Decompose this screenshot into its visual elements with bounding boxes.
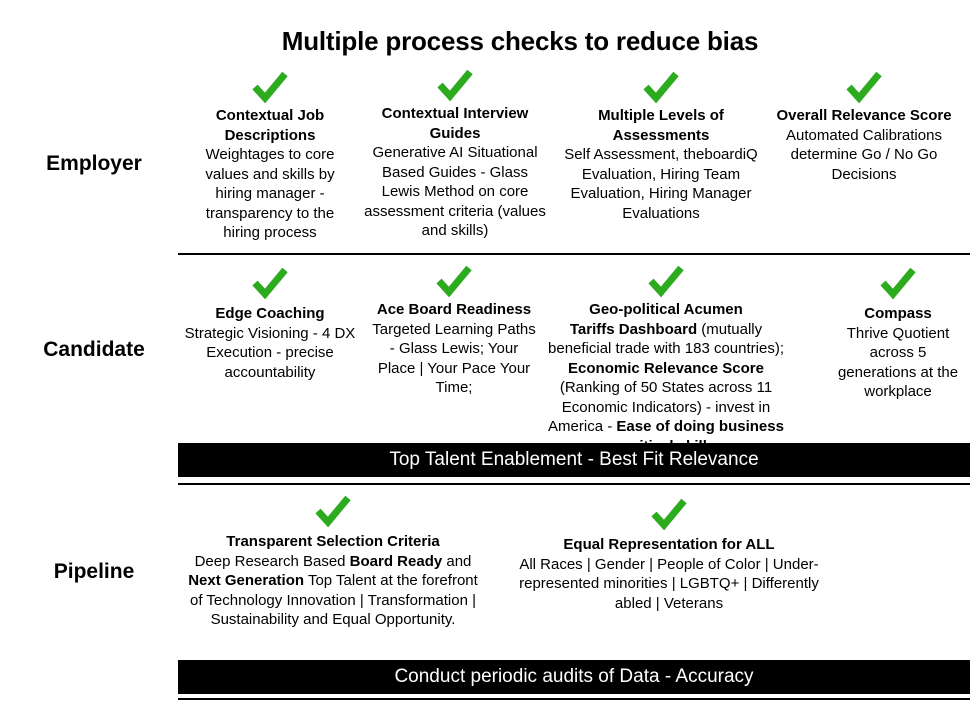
page-title: Multiple process checks to reduce bias — [281, 26, 759, 56]
candidate-cell-compass: Compass Thrive Quotient across 5 generat… — [834, 266, 962, 402]
cell-body: Deep Research Based Board Ready and Next… — [188, 553, 478, 629]
checkmark-icon — [651, 498, 687, 531]
cell-body: Tariffs Dashboard (mutually beneficial t… — [548, 321, 784, 455]
cell-heading: Contextual Job Descriptions — [215, 107, 325, 144]
cell-body: Strategic Visioning - 4 DX Execution - p… — [184, 324, 356, 381]
employer-cell-interview-guides: Contextual Interview Guides Generative A… — [362, 68, 548, 241]
checkmark-icon — [880, 267, 916, 300]
row-label-pipeline: Pipeline — [53, 560, 135, 583]
checkmark-icon — [648, 265, 684, 298]
candidate-cell-edge-coaching: Edge Coaching Strategic Visioning - 4 DX… — [184, 266, 356, 382]
cell-body: Weightages to core values and skills by … — [205, 146, 335, 241]
text-run: Top Talent at the forefront of Technolog… — [189, 572, 478, 628]
text-run: Deep Research Based — [194, 552, 350, 570]
checkmark-icon — [252, 267, 288, 300]
cell-body: Automated Calibrations determine Go / No… — [786, 126, 942, 183]
candidate-cell-board-readiness: Ace Board Readiness Targeted Learning Pa… — [364, 264, 544, 398]
cell-body: Generative AI Situational Based Guides -… — [364, 144, 546, 239]
row-label-employer: Employer — [46, 152, 142, 175]
cell-body: Thrive Quotient across 5 generations at … — [837, 324, 959, 401]
bold-text-run: Tariffs Dashboard — [569, 320, 698, 338]
cell-body: Self Assessment, theboardiQ Evaluation, … — [564, 146, 758, 222]
cell-heading: Edge Coaching — [215, 305, 325, 322]
checkmark-icon — [437, 69, 473, 102]
employer-cell-relevance-score: Overall Relevance Score Automated Calibr… — [764, 70, 964, 184]
employer-cell-job-descriptions: Contextual Job Descriptions Weightages t… — [190, 70, 350, 243]
checkmark-icon — [436, 265, 472, 298]
divider — [178, 253, 970, 255]
bold-text-run: Next Generation — [188, 572, 305, 589]
cell-heading: Equal Representation for ALL — [563, 536, 775, 553]
divider — [178, 698, 970, 700]
cell-body: Targeted Learning Paths - Glass Lewis; Y… — [372, 320, 536, 397]
checkmark-icon — [315, 495, 351, 528]
cell-heading: Geo-political Acumen — [589, 301, 743, 318]
cell-heading: Compass — [864, 305, 932, 322]
divider — [178, 483, 970, 485]
text-run: (Ranking of 50 States across 11 Economic… — [548, 379, 773, 435]
text-run: and — [442, 552, 472, 570]
pipeline-cell-equal-representation: Equal Representation for ALL All Races |… — [512, 497, 826, 613]
checkmark-icon — [846, 71, 882, 104]
employer-cell-assessments: Multiple Levels of Assessments Self Asse… — [556, 70, 766, 223]
cell-heading: Transparent Selection Criteria — [226, 533, 440, 550]
cell-body: All Races | Gender | People of Color | U… — [519, 555, 819, 612]
cell-heading: Ace Board Readiness — [376, 301, 532, 318]
checkmark-icon — [252, 71, 288, 104]
candidate-cell-geopolitical-acumen: Geo-political Acumen Tariffs Dashboard (… — [546, 264, 786, 456]
row-label-candidate: Candidate — [43, 338, 145, 361]
pipeline-cell-selection-criteria: Transparent Selection Criteria Deep Rese… — [180, 494, 486, 630]
banner-periodic-audits: Conduct periodic audits of Data - Accura… — [178, 660, 970, 694]
cell-heading: Contextual Interview Guides — [381, 105, 529, 142]
bold-text-run: Board Ready — [349, 552, 443, 570]
cell-heading: Multiple Levels of Assessments — [598, 107, 724, 144]
bold-text-run: Economic Relevance Score — [568, 359, 764, 377]
checkmark-icon — [643, 71, 679, 104]
banner-top-talent: Top Talent Enablement - Best Fit Relevan… — [178, 443, 970, 477]
cell-heading: Overall Relevance Score — [776, 107, 952, 124]
text-run: (mutually beneficial trade with 183 coun… — [548, 320, 784, 358]
